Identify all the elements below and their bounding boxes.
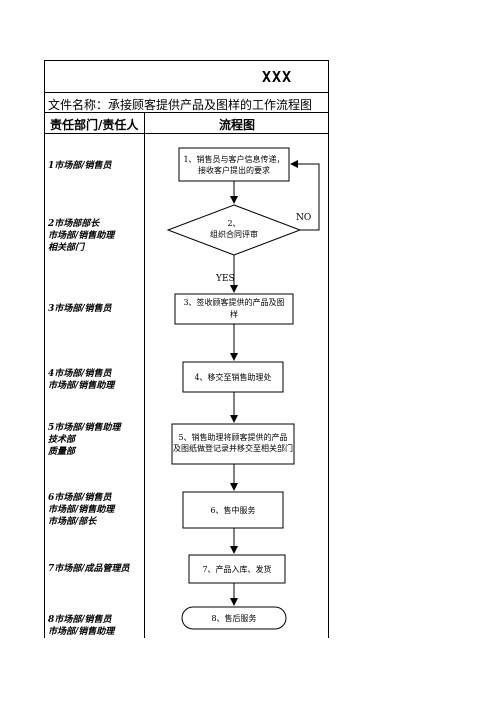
step-7-box bbox=[188, 554, 286, 584]
no-loop-line bbox=[290, 160, 320, 231]
step-7-text: 7、产品入库、发货 bbox=[202, 564, 271, 574]
step-6-text: 6、售中服务 bbox=[210, 505, 255, 515]
column-divider bbox=[144, 112, 145, 638]
step-1-text-line1: 1、销售员与客户信息传递， bbox=[183, 154, 284, 164]
step-3-box bbox=[174, 293, 294, 325]
row-6-responsible: 6市场部/销售员 市场部/销售助理 市场部/部长 bbox=[48, 493, 115, 527]
step-8-text: 8、售后服务 bbox=[211, 613, 256, 623]
step-4-box bbox=[182, 361, 284, 393]
step-5-box bbox=[171, 423, 295, 465]
row-2-responsible: 2市场部部长 市场部/销售助理 相关部门 bbox=[48, 219, 115, 253]
frame-top-border bbox=[44, 60, 329, 61]
no-label: NO bbox=[296, 213, 311, 223]
step-5-text-line1: 5、销售助理将顾客提供的产品 bbox=[178, 432, 287, 442]
step-2-text-line2: 组织合同评审 bbox=[210, 229, 258, 239]
step-4-text: 4、移交至销售助理处 bbox=[194, 372, 271, 382]
header-bottom-line bbox=[44, 133, 329, 134]
step-1-text-line2: 接收客户提出的要求 bbox=[198, 165, 270, 175]
document-file-name: 文件名称：承接顾客提供产品及图样的工作流程图 bbox=[48, 98, 313, 112]
frame-left-border bbox=[44, 60, 45, 638]
header-responsibility: 责任部门/责任人 bbox=[50, 118, 139, 132]
row-1-responsible: 1市场部/销售员 bbox=[48, 161, 112, 171]
step-8-terminator bbox=[181, 606, 287, 630]
step-3-text-line2: 样 bbox=[230, 309, 238, 319]
row-8-responsible: 8市场部/销售员 市场部/销售助理 bbox=[48, 615, 115, 637]
yes-label: YES bbox=[215, 274, 235, 284]
step-6-box bbox=[182, 491, 284, 529]
title-separator bbox=[44, 92, 329, 93]
header-flowchart: 流程图 bbox=[219, 118, 256, 132]
row-5-responsible: 5市场部/销售助理 技术部 质量部 bbox=[48, 423, 121, 457]
document-code: XXX bbox=[262, 68, 293, 86]
step-5-text-line2: 及图纸做登记录并移交至相关部门 bbox=[173, 443, 293, 453]
header-top-line bbox=[44, 112, 329, 113]
row-4-responsible: 4市场部/销售员 市场部/销售助理 bbox=[48, 369, 115, 391]
frame-right-border bbox=[328, 60, 329, 638]
step-2-text-line1: 2、 bbox=[227, 219, 240, 228]
step-1-box bbox=[178, 147, 290, 182]
row-3-responsible: 3市场部/销售员 bbox=[48, 304, 112, 314]
step-3-text-line1: 3、签收顾客提供的产品及图 bbox=[183, 297, 284, 307]
row-7-responsible: 7市场部/成品管理员 bbox=[48, 564, 130, 574]
